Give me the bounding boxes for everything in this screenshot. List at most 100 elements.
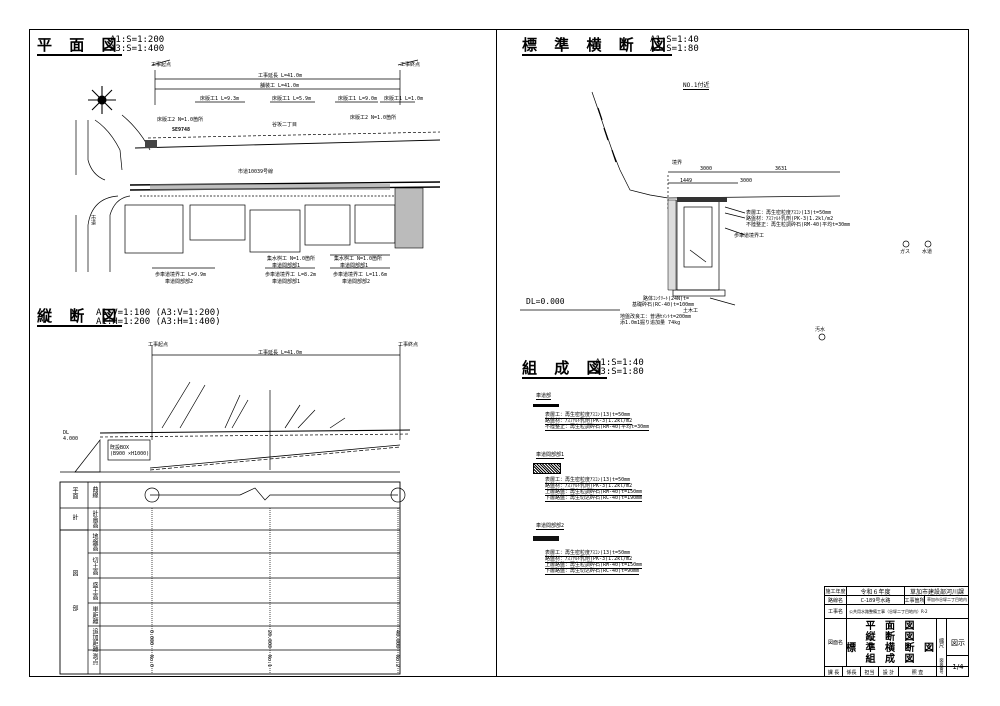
title-block: 施工年度 令和６年度 草加市建設部河川課 路線名 C-189号水路 工事箇所 草… xyxy=(824,586,969,677)
profile-row-ground-height: 地盤高 xyxy=(91,533,98,551)
plan-interval: 舗装工 L=41.0m xyxy=(260,83,300,89)
plan-note-d2: 車道間部部1 xyxy=(340,263,369,269)
plan-left-road: 市道 xyxy=(90,215,96,225)
section-water: 水道 xyxy=(922,249,933,255)
plan-seg-3: 床版工1 L=9.0m xyxy=(338,96,378,102)
profile-box-label: 既設BOX xyxy=(110,445,130,451)
tb-drawing-2: 縦 断 図 xyxy=(865,631,918,643)
tb-sheet-label: 図面番号 xyxy=(937,655,947,677)
plan-total-length: 工事延長 L=41.0m xyxy=(258,73,303,79)
assembly-g1-l1: 表層工：再生密粒度ｱｽｺﾝ(13)t=50mm xyxy=(545,412,631,419)
section-dim-4: 3631 xyxy=(775,166,788,172)
tb-route: C-189号水路 xyxy=(847,596,905,605)
profile-start-label: 工事起点 xyxy=(148,342,169,348)
assembly-scale-1: A1:S=1:40 xyxy=(595,358,644,368)
plan-end-label: 工事終点 xyxy=(400,62,421,68)
tb-work-place: 草加市谷塚二丁目地内 xyxy=(925,596,969,605)
tb-drawing-names: 平 面 図 縦 断 図 標 準 横 断 図 組 成 図 xyxy=(847,619,937,667)
section-note-9: 添1.0m1掘り追加量 74kg xyxy=(620,320,681,326)
plan-title: 平 面 図 xyxy=(37,36,123,56)
sta-label-2: No.2 xyxy=(394,655,400,668)
plan-seg-1: 床版工1 L=9.3m xyxy=(200,96,240,102)
plan-start-label: 工事起点 xyxy=(151,62,172,68)
plan-seg-4: 床版工1 L=1.0m xyxy=(384,96,424,102)
drawing-frame xyxy=(29,29,969,677)
section-station: NO.1付近 xyxy=(683,82,710,90)
assembly-swatch-3 xyxy=(533,536,559,541)
tb-sheet: 1/4 xyxy=(947,655,969,677)
plan-note-c2: 車道間部部1 xyxy=(272,279,301,285)
plan-note-b2: 車道間部部1 xyxy=(272,263,301,269)
plan-code: SE9748 xyxy=(172,127,191,133)
plan-area-label: 谷坂二丁目 xyxy=(272,122,298,128)
tb-name-label: 工事名 xyxy=(825,605,847,619)
tb-drawing-4: 組 成 図 xyxy=(865,653,918,665)
plan-note-a: 歩車道境界工 L=9.9m xyxy=(155,272,207,278)
sta-label-0: No.0 xyxy=(148,655,154,668)
section-note-5: 路体ｺﾝｸﾘｰﾄ(24N)t= xyxy=(643,296,690,302)
profile-row-plan-height: 計画高 xyxy=(91,510,98,528)
section-scale-2: A3:S=1:80 xyxy=(650,44,699,54)
assembly-scale-2: A3:S=1:80 xyxy=(595,367,644,377)
sta-label-1: No.1 xyxy=(266,655,272,668)
sheet-divider xyxy=(496,29,497,677)
assembly-g3-l1: 表層工：再生密粒度ｱｽｺﾝ(13)t=50mm xyxy=(545,550,631,557)
assembly-g3-l3: 上層路盤：再生粒調砕石(RM-40)t=150mm xyxy=(545,562,643,569)
section-dim-1: 3000 xyxy=(700,166,713,172)
profile-side-bot2: 部 xyxy=(71,605,78,611)
assembly-group-1: 車道部 xyxy=(536,393,552,400)
assembly-g3-l2: 路盤材：ｱｽﾌｧﾙﾄ乳剤(PK-3)1.2kl/m2 xyxy=(545,556,633,563)
plan-note-c: 歩車道境界工 L=8.2m xyxy=(265,272,317,278)
section-boundary: 境界 xyxy=(672,160,683,166)
assembly-g2-l2: 路盤材：ｱｽﾌｧﾙﾄ乳剤(PK-3)1.2kl/m2 xyxy=(545,483,633,490)
tb-scale: 図示 xyxy=(947,619,969,667)
sta-value-0: 0.000 xyxy=(148,630,154,646)
section-dim-2: 1449 xyxy=(680,178,693,184)
tb-work-label: 工事箇所 xyxy=(905,596,925,605)
section-dim-3: 3000 xyxy=(740,178,753,184)
profile-dl-value: 4.000 xyxy=(63,436,79,442)
profile-total-length: 工事延長 L=41.0m xyxy=(258,350,303,356)
assembly-g3-l4: 下層路盤：再生切込砕石(RC-40)t=90mm xyxy=(545,568,640,575)
assembly-title: 組 成 図 xyxy=(522,359,608,379)
plan-seg-2: 床版工1 L=5.9m xyxy=(272,96,312,102)
tb-drawing-label: 図面名 xyxy=(825,619,847,667)
profile-row-cum-distance: 追加距離 xyxy=(91,628,98,652)
assembly-g1-l2: 路盤材：ｱｽﾌｧﾙﾄ乳剤(PK-3)1.2kl/m2 xyxy=(545,418,633,425)
plan-note-a2: 車道間部部2 xyxy=(165,279,194,285)
assembly-g2-l3: 上層路盤：再生粒調砕石(RM-40)t=150mm xyxy=(545,489,643,496)
plan-scale-2: A3:S=1:400 xyxy=(110,44,165,54)
profile-title: 縦 断 図 xyxy=(37,307,123,327)
north-arrow-icon xyxy=(88,86,116,114)
tb-f4: 設 計 xyxy=(879,667,899,677)
profile-scale-2: A1:H=1:200 (A3:H=1:400) xyxy=(96,317,221,327)
section-note-1: 表層工：再生密粒度ｱｽｺﾝ(13)t=50mm xyxy=(746,210,832,216)
section-title: 標 準 横 断 図 xyxy=(522,36,672,56)
section-note-4: 歩車道境界工 xyxy=(734,233,765,239)
tb-scale-label: 縮尺 xyxy=(937,619,947,667)
section-scale-1: A1:S=1:40 xyxy=(650,35,699,45)
tb-f5: 照 査 xyxy=(899,667,937,677)
sta-value-2: 40.000 xyxy=(394,630,400,649)
tb-drawing-3: 標 準 横 断 図 xyxy=(847,642,937,654)
section-note-7: 土木工 xyxy=(683,308,699,314)
profile-row-distance: 単距離 xyxy=(91,606,98,624)
profile-side-top: 平面 xyxy=(71,487,78,499)
plan-note-e: 歩車道境界工 L=11.6m xyxy=(333,272,388,278)
section-note-6: 基礎砕石(RC-40)t=100mm xyxy=(632,302,695,308)
assembly-group-2: 車道間部部1 xyxy=(536,452,565,459)
assembly-g2-l1: 表層工：再生密粒度ｱｽｺﾝ(13)t=50mm xyxy=(545,477,631,484)
tb-drawing-1: 平 面 図 xyxy=(865,620,918,632)
assembly-g2-l4: 下層路盤：再生切込砕石(RC-40)t=190mm xyxy=(545,495,643,502)
section-gas: ガス xyxy=(900,249,911,255)
plan-road-label: 市道10039号線 xyxy=(238,169,274,175)
assembly-group-3: 車道間部部2 xyxy=(536,523,565,530)
profile-row-fill: 盛土高 xyxy=(91,582,98,600)
section-dl: DL=0.000 xyxy=(526,297,565,306)
tb-office: 草加市建設部河川課 xyxy=(905,587,969,596)
plan-seg-note-1: 床版工2 N=1.0箇所 xyxy=(157,117,204,123)
profile-scale-1: A1:V=1:100 (A3:V=1:200) xyxy=(96,308,221,318)
